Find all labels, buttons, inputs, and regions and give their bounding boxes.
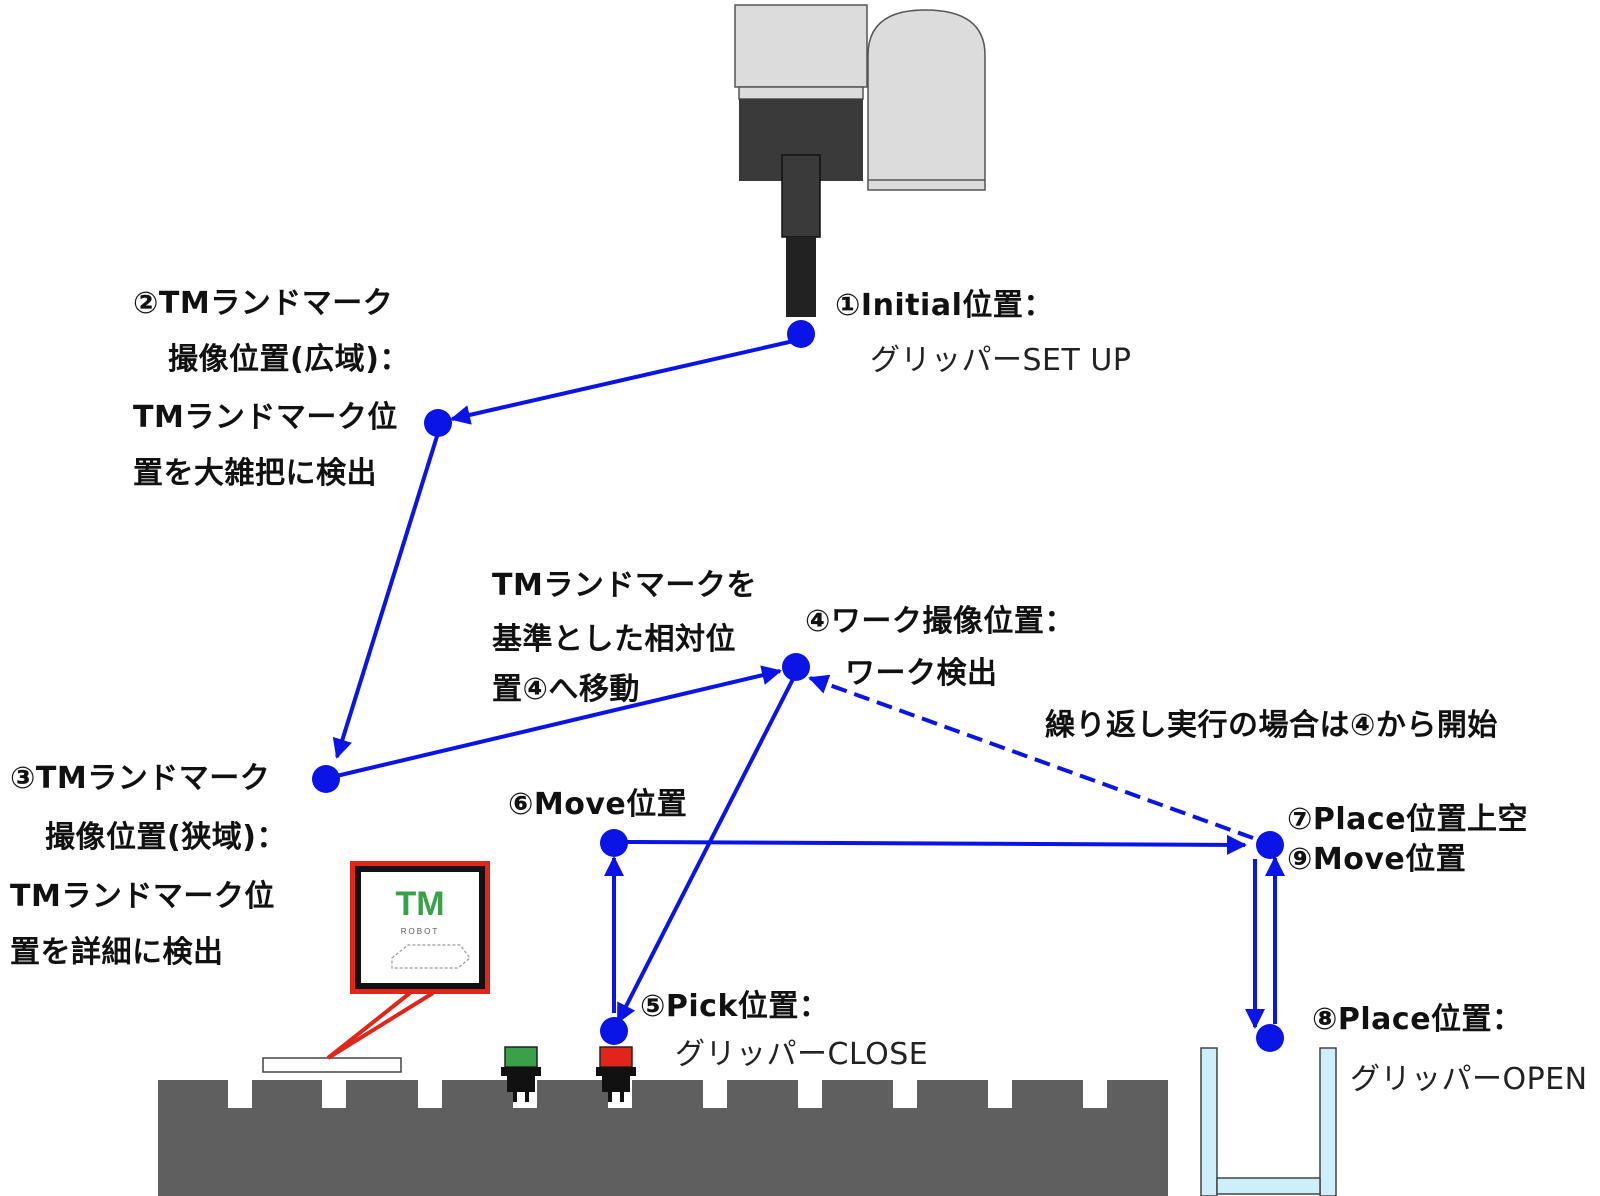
- place-bin: [1200, 1047, 1337, 1196]
- label-p2-heading-1: ②TMランドマーク: [133, 286, 394, 321]
- callout-line-left: [326, 991, 412, 1060]
- path-1-to-2: [450, 338, 799, 425]
- waypoint-2: [424, 409, 452, 437]
- label-p9-heading: ⑨Move位置: [1287, 842, 1467, 877]
- waypoint-8: [1256, 1024, 1284, 1052]
- label-relative-move-2: 基準とした相対位: [492, 622, 736, 657]
- label-p2-detail-1: TMランドマーク位: [133, 400, 398, 435]
- path-4-to-5: [616, 678, 795, 1024]
- landmark-logo: TM: [395, 885, 444, 923]
- robot-gripper-neck: [781, 154, 821, 238]
- label-p3-heading-1: ③TMランドマーク: [10, 761, 271, 796]
- waypoint-1: [787, 320, 815, 348]
- landmark-card: TM ROBOT: [326, 861, 490, 1060]
- label-p8-detail: グリッパーOPEN: [1350, 1062, 1588, 1097]
- waypoint-7-9: [1256, 831, 1284, 859]
- callout-line-right: [326, 991, 435, 1060]
- path-2-to-3: [332, 432, 440, 759]
- label-p7-heading: ⑦Place位置上空: [1287, 802, 1529, 837]
- work-table: [158, 1080, 1168, 1196]
- robot-flange: [738, 86, 864, 100]
- robot-arm: [734, 4, 986, 317]
- label-p3-detail-1: TMランドマーク位: [10, 879, 275, 914]
- part-red: [596, 1046, 636, 1102]
- label-p6-heading: ⑥Move位置: [508, 787, 688, 822]
- landmark-plate: [262, 1057, 402, 1073]
- path-3-to-4: [327, 665, 782, 780]
- waypoint-5: [600, 1017, 628, 1045]
- label-p3-heading-2: 撮像位置(狭域)：: [45, 820, 287, 855]
- label-relative-move-1: TMランドマークを: [492, 568, 757, 603]
- robot-dome: [867, 9, 986, 191]
- landmark-logo-subtext: ROBOT: [401, 927, 439, 936]
- label-relative-move-3: 置④へ移動: [492, 672, 640, 707]
- label-p4-heading: ④ワーク撮像位置：: [805, 604, 1075, 639]
- path-6-to-7: [626, 834, 1247, 855]
- label-p1-detail: グリッパーSET UP: [870, 343, 1132, 378]
- waypoint-3: [312, 765, 340, 793]
- motion-path: [327, 338, 1285, 1029]
- label-repeat-note: 繰り返し実行の場合は④から開始: [1045, 708, 1498, 743]
- landmark-dotted-outline: [391, 944, 471, 969]
- waypoint-4: [782, 653, 810, 681]
- label-p2-heading-2: 撮像位置(広域)：: [168, 342, 410, 377]
- label-p1-heading: ①Initial位置：: [835, 288, 1054, 323]
- label-p8-heading: ⑧Place位置：: [1312, 1002, 1523, 1037]
- part-green: [501, 1046, 541, 1102]
- label-p5-heading: ⑤Pick位置：: [640, 989, 830, 1024]
- card-face: [361, 872, 479, 983]
- label-p2-detail-2: 置を大雑把に検出: [133, 456, 377, 491]
- label-p3-detail-2: 置を詳細に検出: [10, 935, 224, 970]
- waypoints: [312, 320, 1284, 1052]
- waypoint-6: [600, 829, 628, 857]
- robot-upper-block: [734, 4, 868, 88]
- label-p5-detail: グリッパーCLOSE: [675, 1037, 929, 1072]
- label-p4-detail: ワーク検出: [845, 656, 998, 691]
- path-repeat-to-4: [808, 674, 1254, 840]
- robot-gripper-finger: [786, 237, 816, 317]
